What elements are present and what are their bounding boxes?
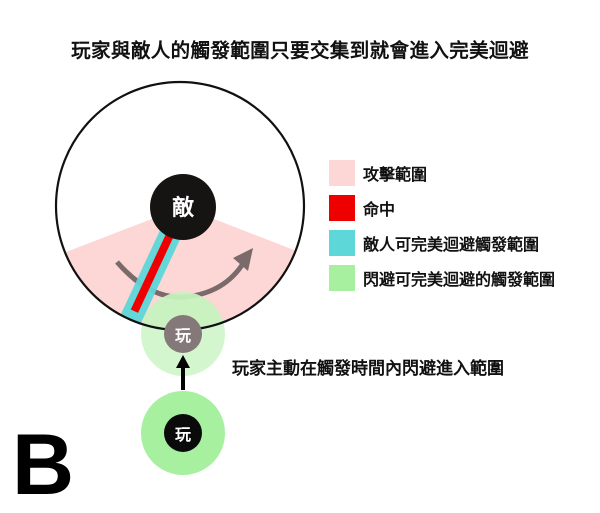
dodge-caption: 玩家主動在觸發時間內閃避進入範圍 — [232, 359, 504, 379]
legend-label: 閃避可完美迴避的觸發範圍 — [363, 270, 556, 289]
hit-swatch — [329, 195, 355, 221]
diagram-title: 玩家與敵人的觸發範圍只要交集到就會進入完美迴避 — [71, 39, 529, 62]
legend-item-dodge-trigger: 閃避可完美迴避的觸發範圍 — [329, 265, 555, 291]
player-label: 玩 — [175, 425, 191, 444]
legend-item-attack-range: 攻擊範圍 — [329, 160, 555, 186]
legend-item-hit: 命中 — [329, 195, 555, 221]
enemy-dodge-trigger-swatch — [329, 230, 355, 256]
legend-label: 攻擊範圍 — [363, 165, 428, 184]
legend-label: 敵人可完美迴避觸發範圍 — [363, 235, 540, 254]
dodge-move-arrow-icon — [176, 355, 190, 390]
panel-letter: B — [12, 417, 75, 513]
ghost-player-node — [164, 315, 202, 353]
dodge-trigger-swatch — [329, 265, 355, 291]
legend: 攻擊範圍 命中 敵人可完美迴避觸發範圍 閃避可完美迴避的觸發範圍 — [329, 160, 555, 300]
player-node — [164, 414, 202, 452]
enemy-label: 敵 — [172, 195, 195, 221]
enemy-node — [150, 174, 216, 240]
legend-label: 命中 — [363, 200, 396, 219]
attack-range-swatch — [329, 160, 355, 186]
enemy-weapon — [120, 209, 190, 325]
hit-bar — [130, 218, 181, 313]
legend-item-enemy-dodge-trigger: 敵人可完美迴避觸發範圍 — [329, 230, 555, 256]
ghost-player-label: 玩 — [175, 326, 191, 345]
